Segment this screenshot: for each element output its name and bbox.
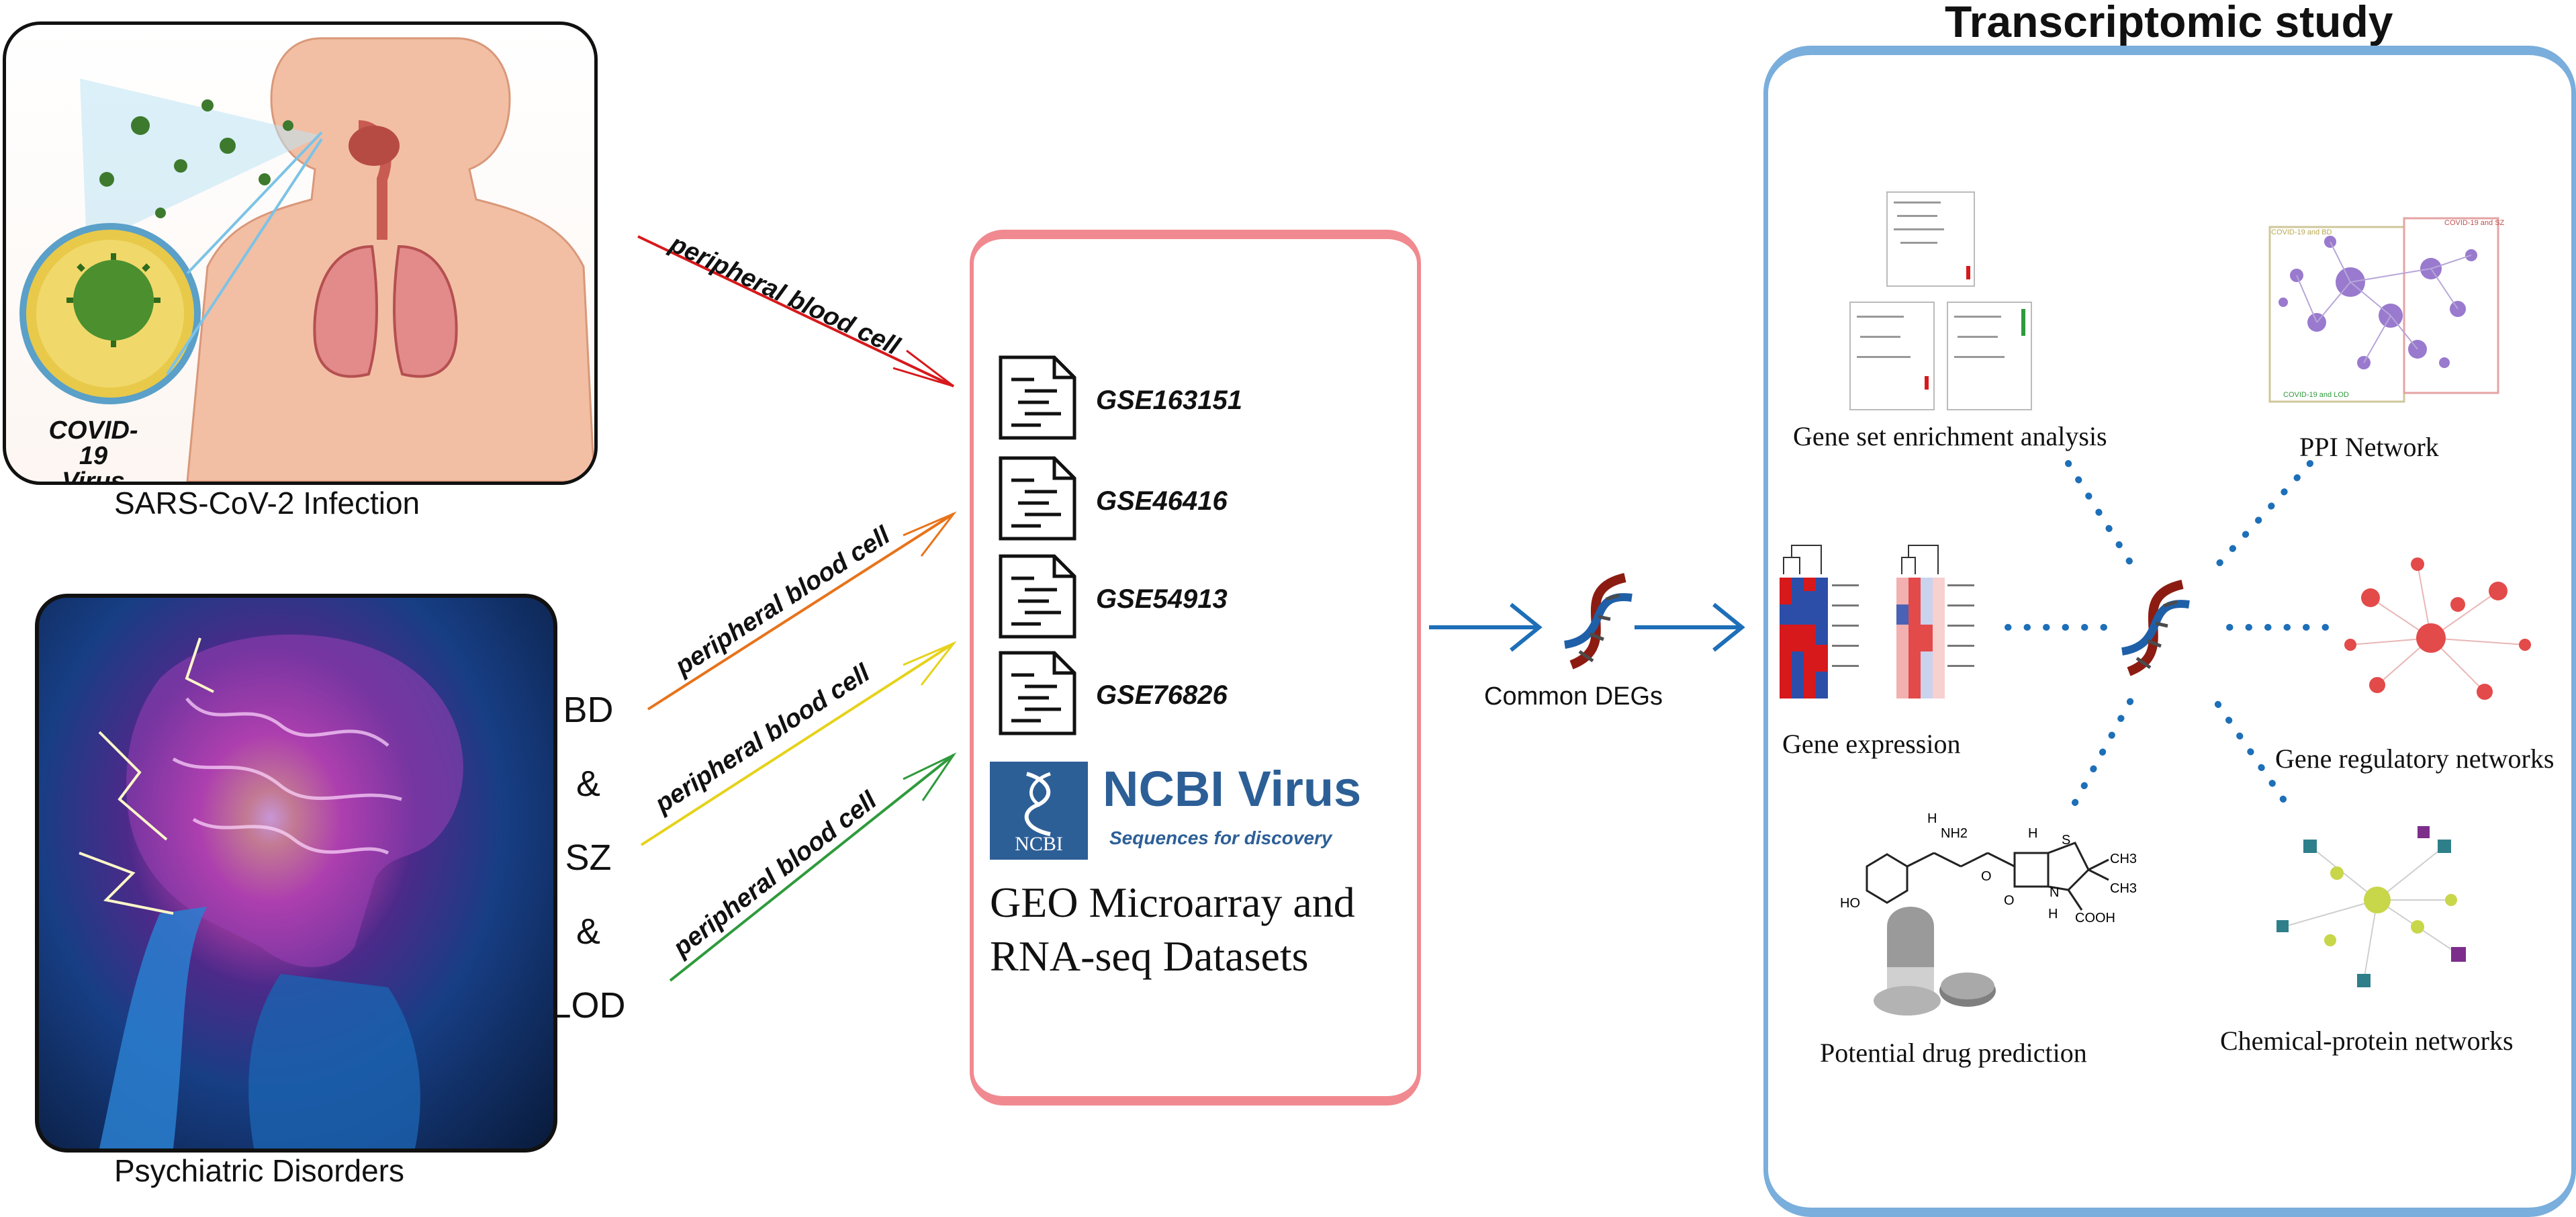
dotted-connectors (2005, 460, 2334, 806)
psych-panel-caption: Psychiatric Disorders (114, 1153, 404, 1188)
arrow-orange (647, 511, 957, 711)
ppi-label-2: COVID-19 and SZ (2444, 219, 2505, 227)
dna-icon (1563, 573, 1632, 670)
document-icon-4 (999, 651, 1076, 735)
virus-label: COVID-19 Virus (46, 416, 140, 485)
drug-atom-o2: O (2004, 893, 2015, 908)
ppi-label-1: COVID-19 and BD (2271, 228, 2332, 236)
drug-atom-ho: HO (1840, 896, 1860, 911)
gsea-thumbnail (1849, 191, 2032, 410)
document-icon-1 (999, 355, 1076, 440)
arrow-green (669, 752, 957, 982)
drug-atom-nh2: NH2 (1941, 826, 1968, 841)
drug-atom-ch3-1: CH3 (2110, 852, 2137, 866)
heatmap-1 (1780, 545, 1828, 698)
disorder-lod: LOD (551, 985, 626, 1026)
psych-panel (35, 594, 557, 1153)
disorder-amp-1: & (576, 764, 601, 804)
module-gsea-caption: Gene set enrichment analysis (1793, 421, 2107, 451)
study-title: Transcriptomic study (1945, 0, 2393, 46)
disorder-amp-2: & (576, 911, 601, 952)
drug-atom-h2: H (2028, 826, 2038, 841)
datasets-caption-line2: RNA-seq Datasets (990, 932, 1309, 980)
drug-atom-s: S (2062, 833, 2071, 848)
module-ppi-caption: PPI Network (2299, 432, 2439, 462)
datasets-panel (970, 230, 1421, 1106)
drug-atom-o1: O (1981, 869, 1992, 884)
dataset-id-2: GSE46416 (1096, 486, 1228, 516)
ncbi-title: NCBI Virus (1103, 761, 1362, 817)
ppi-label-3: COVID-19 and LOD (2283, 391, 2349, 399)
dataset-id-1: GSE163151 (1096, 386, 1242, 415)
covid-panel-caption: SARS-CoV-2 Infection (114, 486, 420, 521)
chemical-protein-thumbnail (2276, 826, 2466, 987)
module-expression-caption: Gene expression (1782, 729, 1961, 759)
document-icon-3 (999, 554, 1076, 639)
study-center-dna-icon (2121, 580, 2190, 676)
drug-atom-n: N (2050, 885, 2060, 900)
gene-regulatory-thumbnail (2344, 557, 2531, 700)
module-regulatory-caption: Gene regulatory networks (2275, 743, 2555, 774)
disorder-sz: SZ (565, 838, 612, 878)
arrow-red (637, 235, 954, 388)
arrow-yellow (640, 641, 957, 846)
ncbi-helix-icon (1024, 772, 1051, 836)
heatmap-2 (1896, 545, 1945, 698)
dataset-id-4: GSE76826 (1096, 680, 1228, 710)
disorder-bd: BD (563, 690, 614, 730)
dataset-id-3: GSE54913 (1096, 584, 1228, 614)
drug-atom-h3: H (2048, 907, 2058, 921)
common-degs-caption: Common DEGs (1484, 682, 1663, 711)
drug-atom-h1: H (1927, 811, 1937, 826)
module-drug-caption: Potential drug prediction (1820, 1038, 2087, 1068)
virus-label-line2: Virus (62, 467, 125, 485)
virus-label-line1: COVID-19 (48, 416, 138, 470)
covid-panel: COVID-19 Virus (3, 21, 598, 485)
human-torso-illustration (19, 37, 594, 482)
datasets-caption: GEO Microarray and RNA-seq Datasets (990, 876, 1355, 983)
ncbi-subtitle: Sequences for discovery (1109, 827, 1332, 848)
drug-thumbnail (1866, 842, 2109, 911)
datasets-caption-line1: GEO Microarray and (990, 878, 1355, 926)
brain-headache-illustration (79, 634, 463, 1148)
gene-expression-heatmaps (1780, 545, 1974, 698)
ncbi-logo: NCBI (990, 762, 1088, 860)
module-chemical-caption: Chemical-protein networks (2220, 1026, 2514, 1056)
ppi-network-thumbnail (2268, 217, 2499, 403)
document-icon-2 (999, 456, 1076, 541)
pill-icon (1874, 907, 1996, 1016)
ncbi-logo-text: NCBI (1015, 833, 1063, 855)
drug-atom-ch3-2: CH3 (2110, 881, 2137, 896)
drug-atom-cooh: COOH (2075, 911, 2115, 926)
